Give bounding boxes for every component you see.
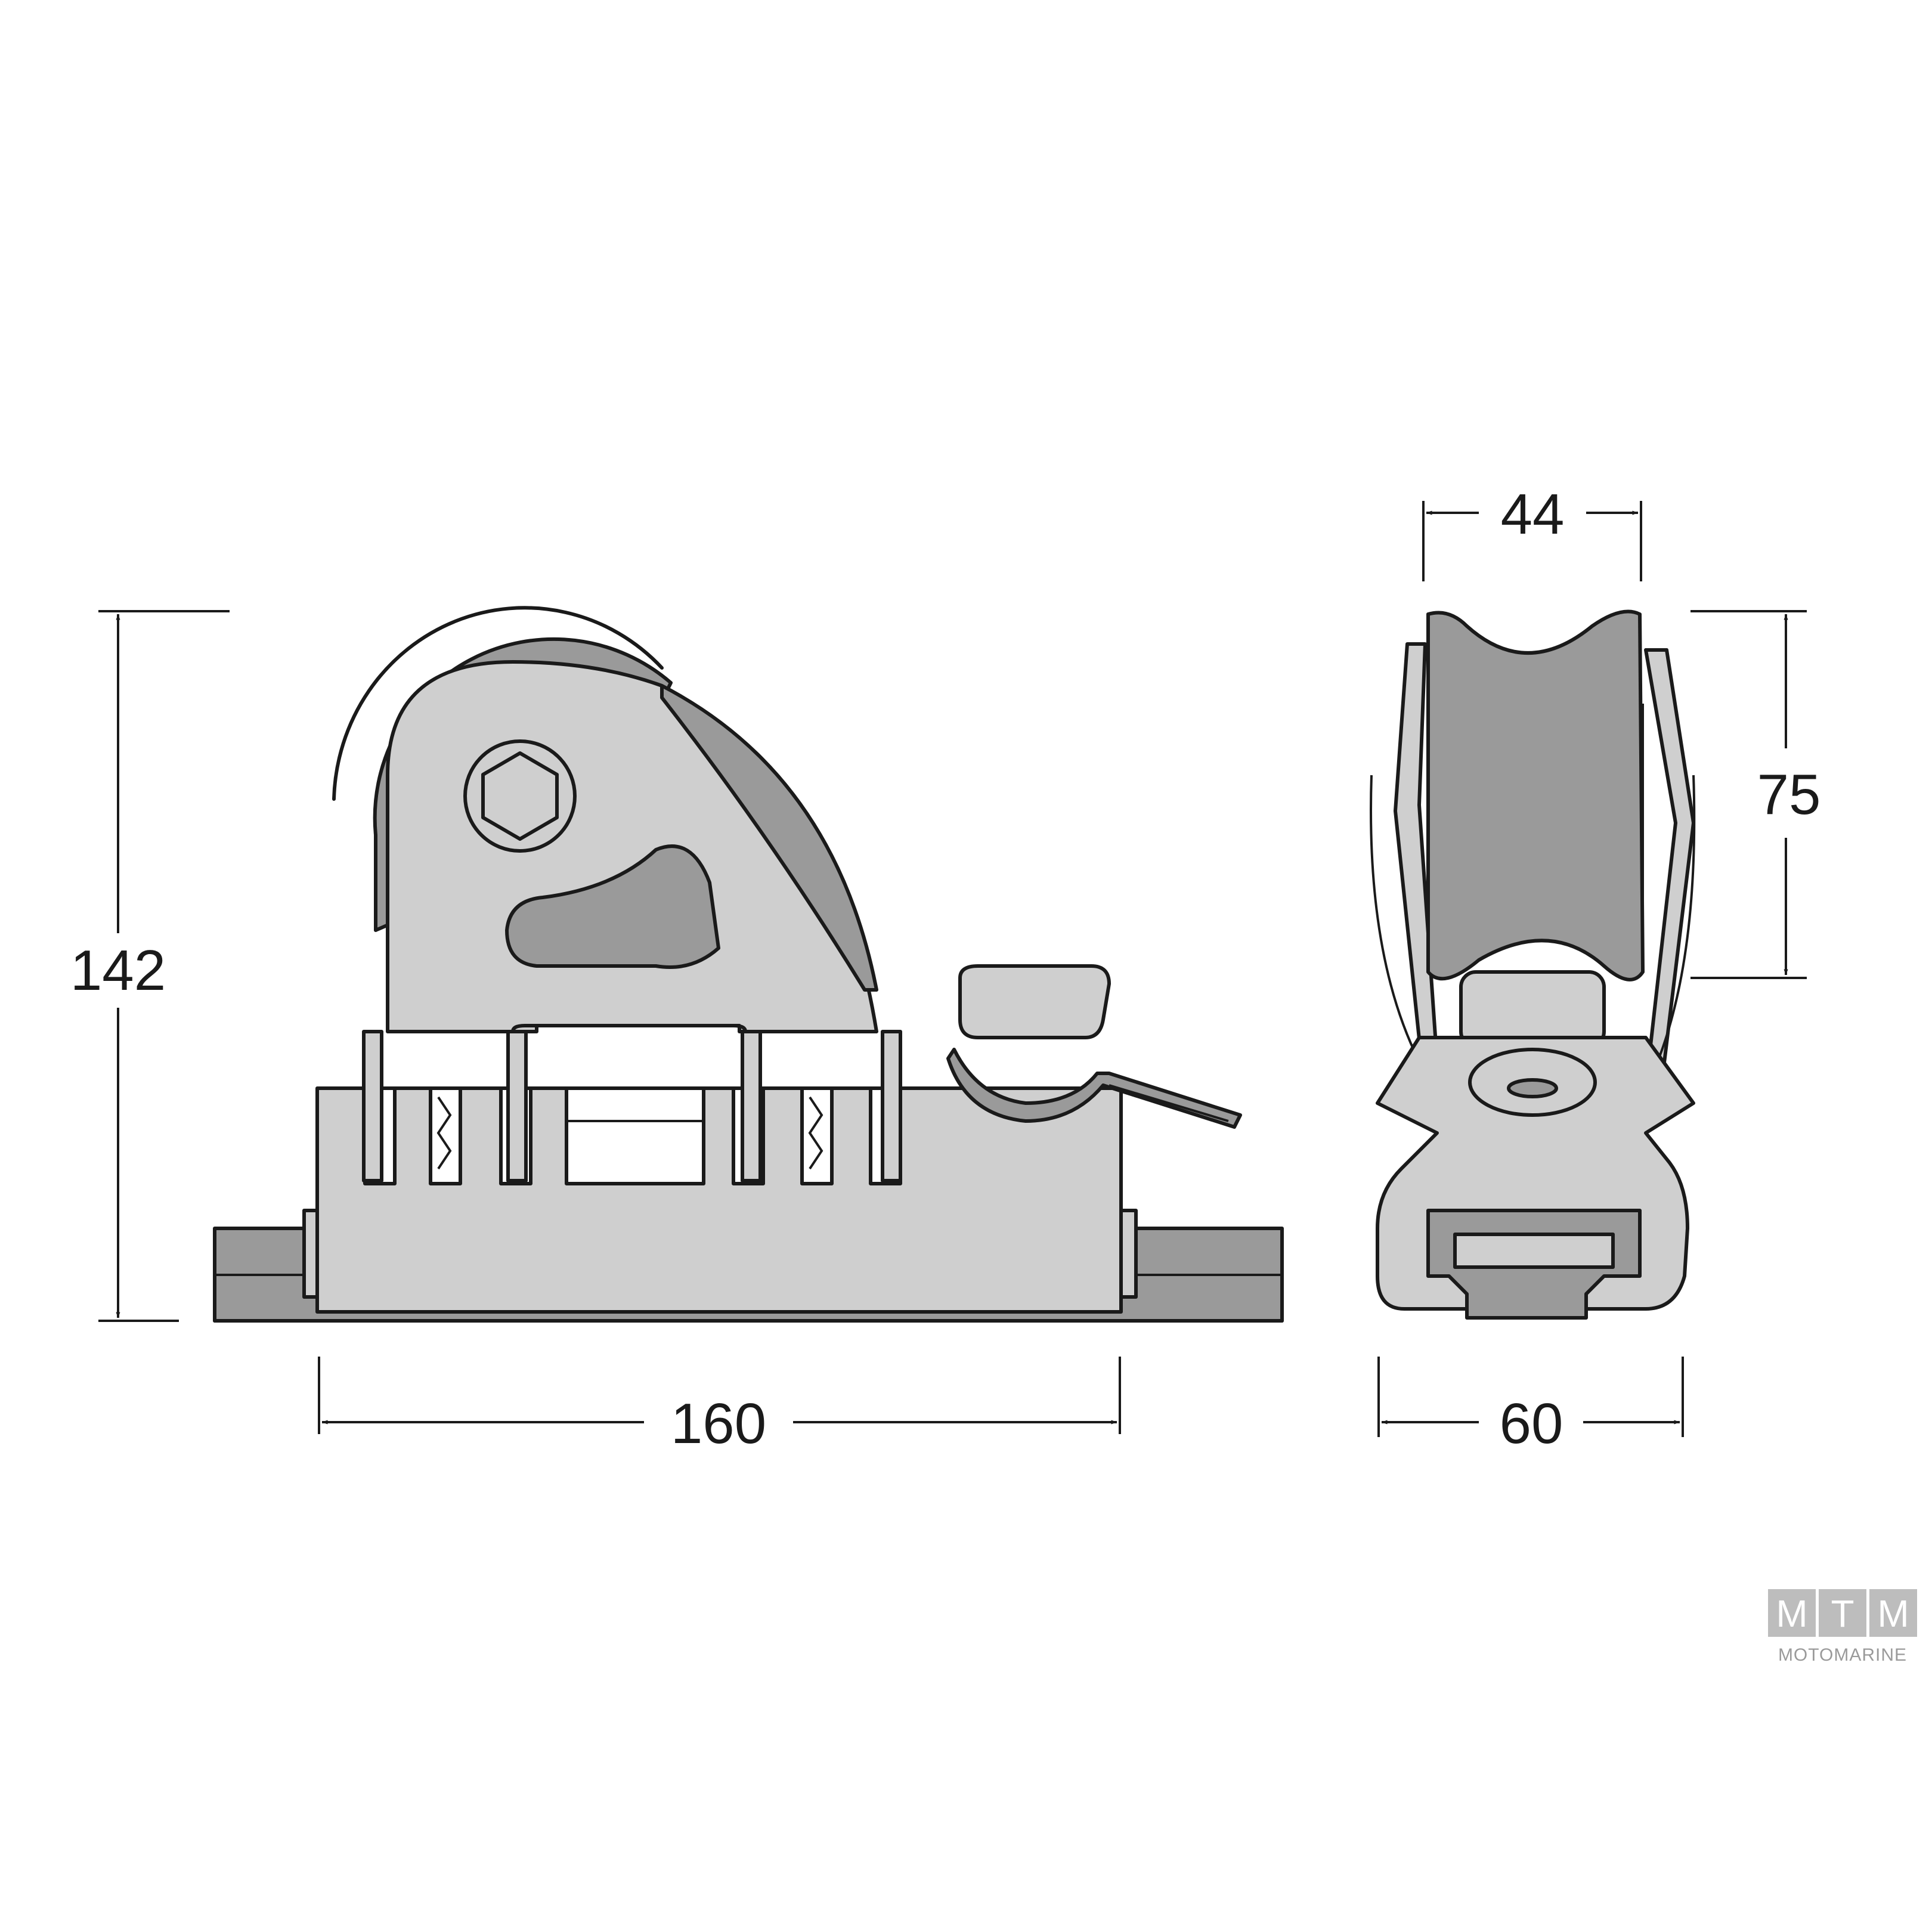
front-view <box>1370 609 1696 1320</box>
dimension-height-total: 142 <box>70 610 230 1322</box>
car-body <box>302 1086 1138 1314</box>
dimension-sheave-width: 44 <box>1422 482 1642 581</box>
logo-letter-t: T <box>1831 1592 1854 1635</box>
dimension-label-75: 75 <box>1757 763 1821 826</box>
logo-letter-m1: M <box>1776 1592 1807 1635</box>
side-strap-right <box>1644 648 1695 1069</box>
stop-plunger <box>946 964 1242 1129</box>
dimension-label-60: 60 <box>1500 1392 1563 1456</box>
front-sheave <box>1426 609 1645 982</box>
cheek-legs <box>362 1030 902 1182</box>
logo-tagline: MOTOMARINE <box>1778 1645 1907 1665</box>
dimension-label-160: 160 <box>671 1392 766 1456</box>
cam-slot <box>505 844 720 969</box>
side-view <box>213 606 1284 1323</box>
front-hub <box>1459 970 1606 1048</box>
mtm-logo: M T M MOTOMARINE <box>1768 1589 1917 1665</box>
dimension-base-width: 60 <box>1377 1357 1684 1456</box>
dimension-label-142: 142 <box>70 939 166 1002</box>
logo-letter-m2: M <box>1877 1592 1909 1635</box>
dimension-sheave-height: 75 <box>1690 610 1821 979</box>
dimension-length: 160 <box>318 1357 1121 1456</box>
dimension-label-44: 44 <box>1501 482 1565 546</box>
